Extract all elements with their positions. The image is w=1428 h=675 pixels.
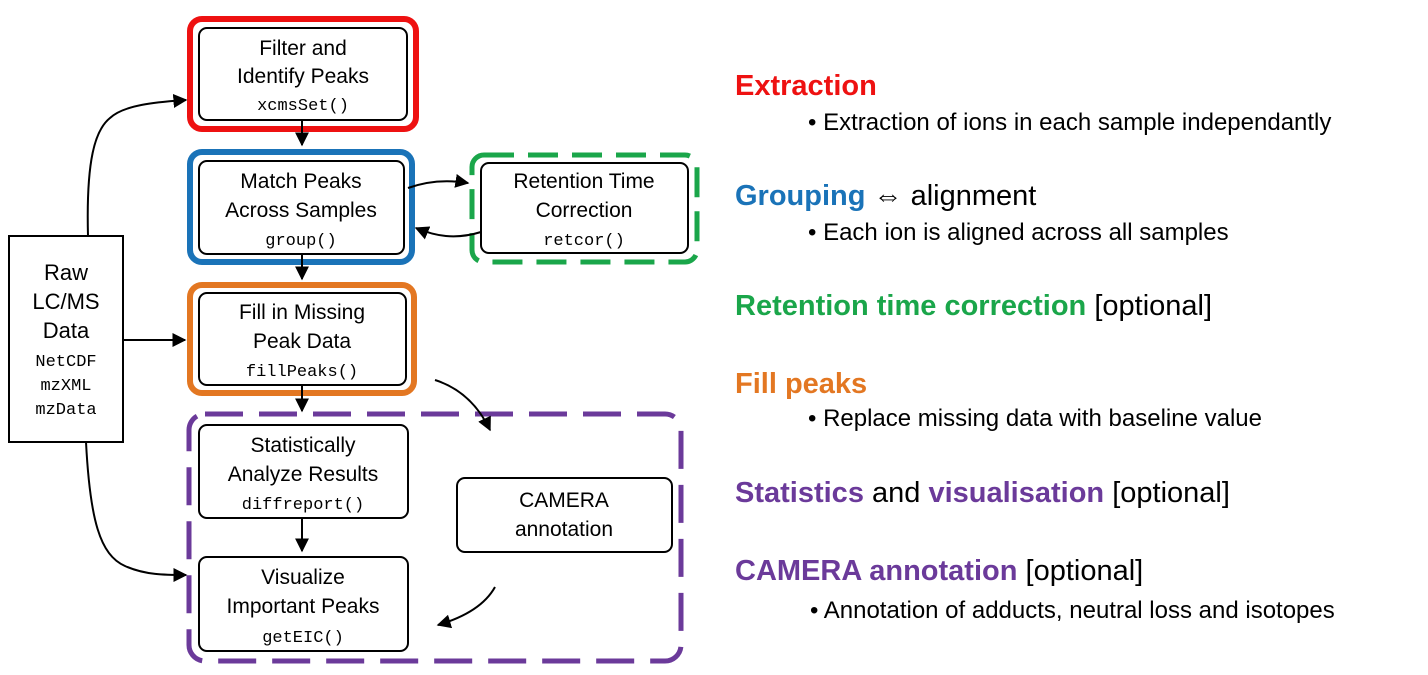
filter-function: xcmsSet(): [257, 97, 349, 116]
fill-label-line-2: Peak Data: [253, 330, 351, 353]
camera-node: CAMERA annotation: [456, 477, 673, 553]
fill-node: Fill in Missing Peak Data fillPeaks(): [198, 292, 407, 386]
fill-label-line-1: Fill in Missing: [239, 301, 365, 324]
visualize-function: getEIC(): [262, 629, 344, 648]
raw-data-node: Raw LC/MS Data NetCDF mzXML mzData: [8, 235, 124, 443]
raw-data-title-line-1: Raw: [44, 260, 88, 285]
raw-format-netcdf: NetCDF: [35, 353, 96, 372]
fill-heading: Fill peaks: [735, 368, 867, 401]
grouping-suffix: alignment: [910, 180, 1037, 212]
raw-data-title-line-3: Data: [43, 318, 90, 343]
camera-suffix: [optional]: [1025, 555, 1144, 587]
stats-node: Statistically Analyze Results diffreport…: [198, 424, 409, 519]
retcor-label-line-2: Correction: [536, 199, 633, 222]
filter-label-line-1: Filter and: [259, 37, 347, 60]
extraction-title: Extraction: [735, 70, 877, 102]
camera-heading: CAMERA annotation [optional]: [735, 555, 1143, 588]
retention-frame: [469, 152, 700, 265]
visualize-label-line-2: Important Peaks: [227, 595, 380, 618]
raw-format-mzxml: mzXML: [40, 377, 91, 396]
fill-title: Fill peaks: [735, 368, 868, 400]
retention-suffix: [optional]: [1094, 290, 1213, 322]
camera-title: CAMERA annotation: [735, 555, 1018, 587]
equivalence-icon: ⇔: [873, 180, 903, 212]
arrow-match-to-retcor: [407, 174, 470, 189]
statistics-title: Statistics: [735, 477, 864, 509]
visualisation-title: visualisation: [928, 477, 1105, 509]
extraction-heading: Extraction: [735, 70, 877, 103]
camera-label-line-1: CAMERA: [519, 489, 609, 512]
camera-label-line-2: annotation: [515, 518, 613, 541]
retcor-label-line-1: Retention Time: [513, 170, 654, 193]
extraction-bullet: • Extraction of ions in each sample inde…: [808, 109, 1332, 136]
fill-function: fillPeaks(): [246, 363, 358, 382]
stats-function: diffreport(): [242, 496, 364, 515]
match-label-line-1: Match Peaks: [240, 170, 361, 193]
stats-label-line-2: Analyze Results: [228, 463, 379, 486]
camera-bullet: • Annotation of adducts, neutral loss an…: [810, 597, 1335, 624]
arrow-raw-to-visualize: [85, 441, 188, 582]
stats-label-line-1: Statistically: [250, 434, 356, 457]
retcor-function: retcor(): [543, 232, 625, 251]
filter-label-line-2: Identify Peaks: [237, 65, 369, 88]
retcor-node: Retention Time Correction retcor(): [480, 162, 689, 254]
visualize-label-line-1: Visualize: [261, 566, 345, 589]
raw-format-mzdata: mzData: [35, 401, 96, 420]
raw-data-title-line-2: LC/MS: [32, 289, 99, 314]
stats-and: and: [872, 477, 921, 509]
arrow-raw-to-filter: [86, 93, 188, 237]
match-label-line-2: Across Samples: [225, 199, 377, 222]
grouping-heading: Grouping ⇔ alignment: [735, 180, 1036, 213]
retention-heading: Retention time correction [optional]: [735, 290, 1212, 323]
filter-node: Filter and Identify Peaks xcmsSet(): [198, 27, 408, 121]
fill-bullet: • Replace missing data with baseline val…: [808, 405, 1262, 432]
stats-suffix: [optional]: [1112, 477, 1230, 509]
arrow-fill-to-camera-area: [434, 379, 491, 432]
match-function: group(): [265, 232, 336, 251]
retention-title: Retention time correction: [735, 290, 1087, 322]
grouping-title: Grouping: [735, 180, 866, 212]
arrow-camera-to-visualize: [436, 586, 496, 629]
visualize-node: Visualize Important Peaks getEIC(): [198, 556, 409, 652]
arrow-retcor-to-match: [414, 226, 482, 240]
stats-heading: Statistics and visualisation [optional]: [735, 477, 1230, 510]
stats-camera-frame: [186, 411, 684, 664]
match-node: Match Peaks Across Samples group(): [198, 160, 405, 255]
grouping-bullet: • Each ion is aligned across all samples: [808, 219, 1229, 246]
